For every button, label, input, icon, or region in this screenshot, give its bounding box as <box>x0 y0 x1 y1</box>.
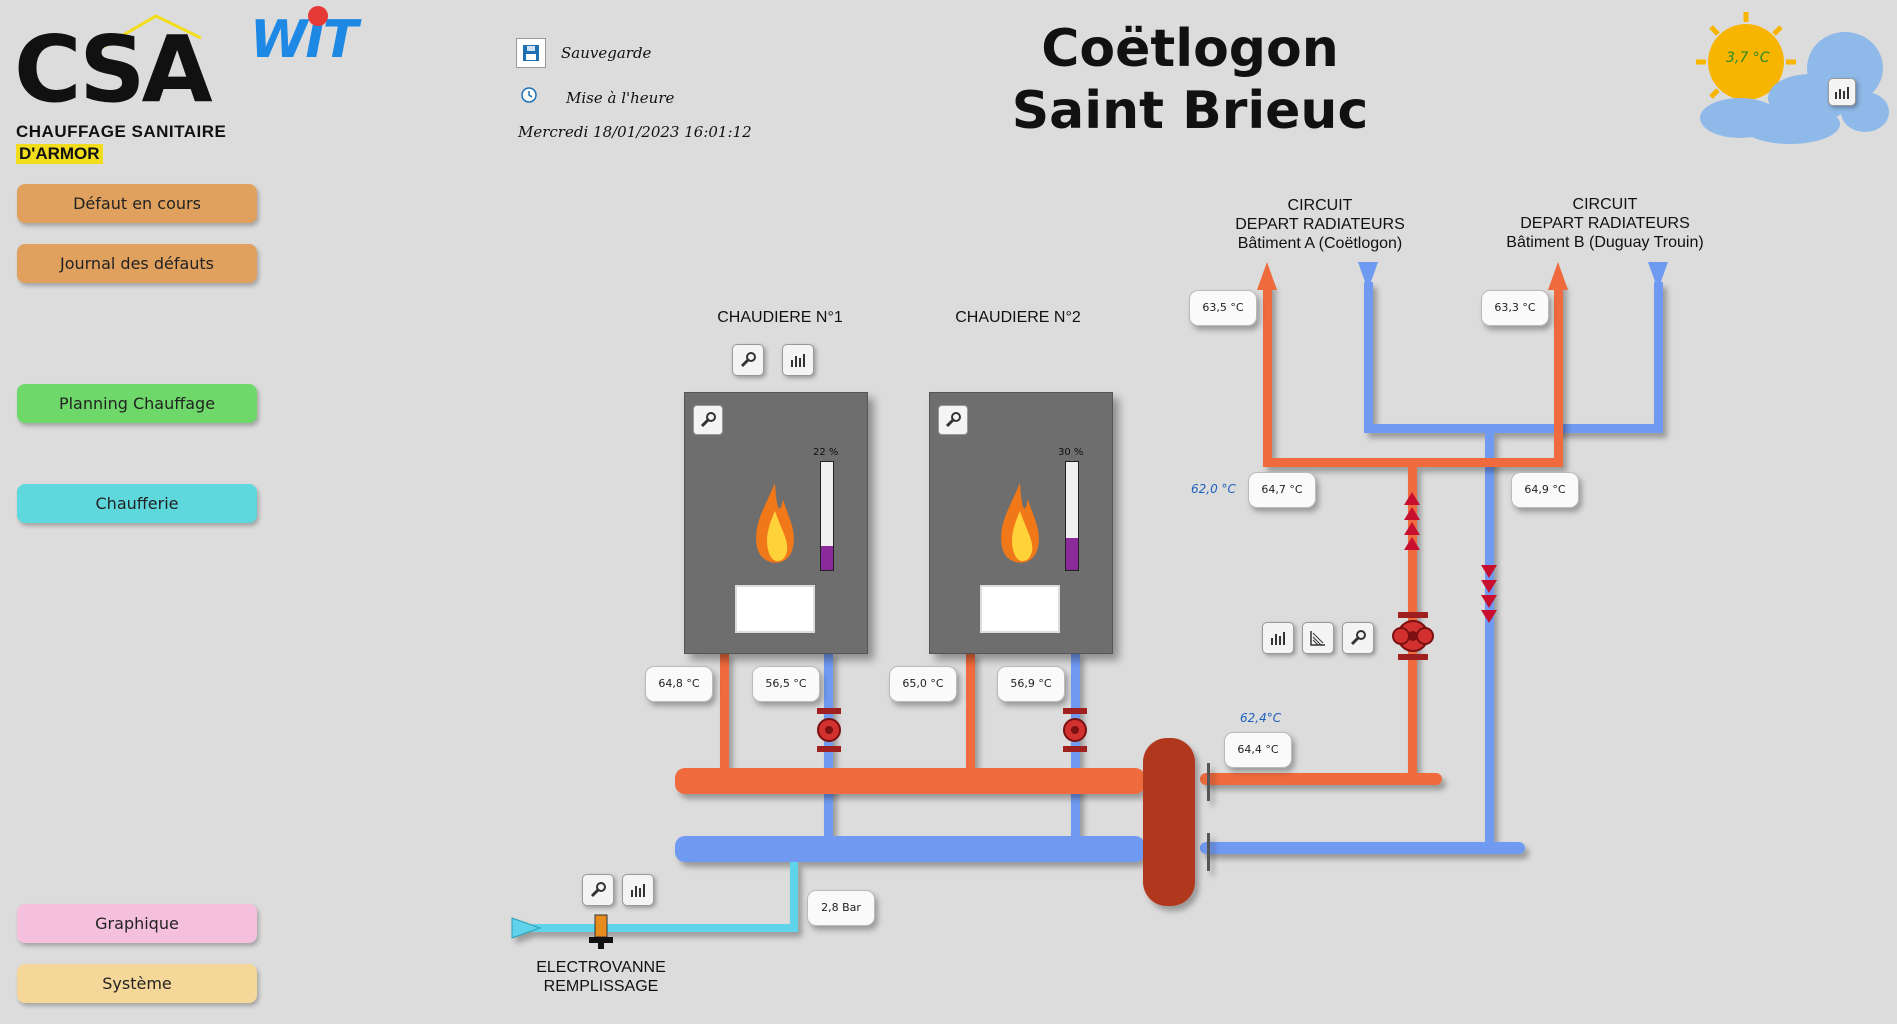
site-title: Coëtlogon Saint Brieuc <box>930 18 1450 142</box>
nav-systeme[interactable]: Système <box>17 964 257 1003</box>
circuit-a-line3: Bâtiment A (Coëtlogon) <box>1237 235 1403 252</box>
current-datetime: Mercredi 18/01/2023 16:01:12 <box>518 123 752 141</box>
boiler1-flow-temp: 64,8 °C <box>645 666 713 702</box>
wit-logo: WIT <box>250 10 358 70</box>
filling-chart-icon[interactable] <box>622 874 654 906</box>
nav-journal-defauts[interactable]: Journal des défauts <box>17 244 257 283</box>
electrovanne-line2: REMPLISSAGE <box>543 978 659 995</box>
boilers-settings-wrench-icon[interactable] <box>732 344 764 376</box>
boiler1-wrench-icon[interactable] <box>693 405 723 435</box>
boiler2-label: CHAUDIERE N°2 <box>955 309 1081 326</box>
boiler2-modulation-fill <box>1066 537 1078 570</box>
boiler1-flame-icon <box>756 483 794 563</box>
boiler2-flame-icon <box>1001 483 1039 563</box>
boiler1-modulation-bar <box>820 461 834 571</box>
sun-cloud-icon <box>1696 12 1889 144</box>
wit-logo-dot <box>308 6 328 26</box>
bottle-temp: 64,4 °C <box>1224 732 1292 768</box>
hot-arrows <box>1257 262 1568 290</box>
circuit-b-label: CIRCUIT DEPART RADIATEURS Bâtiment B (Du… <box>1490 195 1720 252</box>
boiler-2: 30 % <box>929 392 1113 654</box>
csa-line1: CHAUFFAGE SANITAIRE <box>16 122 227 141</box>
electrovanne-label: ELECTROVANNE REMPLISSAGE <box>520 958 682 996</box>
boiler2-modulation-bar <box>1065 461 1079 571</box>
return-pipes <box>675 282 1663 862</box>
boiler-1: 22 % <box>684 392 868 654</box>
collector-setpoint: 62,0 °C <box>1191 482 1236 496</box>
nav-defaut-en-cours[interactable]: Défaut en cours <box>17 184 257 223</box>
weather-widget: 3,7 °C <box>1680 8 1890 148</box>
circuit-a-depart-temp: 63,5 °C <box>1189 290 1257 326</box>
circuit-a-label: CIRCUIT DEPART RADIATEURS Bâtiment A (Co… <box>1220 196 1420 253</box>
boiler-pump-1 <box>817 708 841 752</box>
boiler1-return-temp: 56,5 °C <box>752 666 820 702</box>
weather-chart-icon[interactable] <box>1828 78 1856 106</box>
circuit-wrench-icon[interactable] <box>1342 622 1374 654</box>
flow-direction-chevrons <box>1404 492 1497 623</box>
boiler2-modulation-pct: 30 % <box>1058 447 1084 458</box>
filling-wrench-icon[interactable] <box>582 874 614 906</box>
circuit-pump <box>1392 612 1434 660</box>
cold-arrows <box>1358 262 1668 290</box>
boiler1-label: CHAUDIERE N°1 <box>717 309 843 326</box>
boilers-chart-icon[interactable] <box>782 344 814 376</box>
circuit-b-depart-temp: 63,3 °C <box>1481 290 1549 326</box>
save-link[interactable]: Sauvegarde <box>561 44 652 62</box>
bottle-setpoint: 62,4°C <box>1240 711 1282 725</box>
csa-logo: CSA CHAUFFAGE SANITAIRE D'ARMOR <box>14 10 244 164</box>
system-pressure: 2,8 Bar <box>807 890 875 926</box>
site-title-line2: Saint Brieuc <box>1011 81 1369 141</box>
circuit-a-line1: CIRCUIT <box>1287 197 1353 214</box>
circuit-b-line2: DEPART RADIATEURS <box>1520 215 1690 232</box>
circuit-chart-icon[interactable] <box>1262 622 1294 654</box>
nav-graphique[interactable]: Graphique <box>17 904 257 943</box>
hydraulic-bottle <box>1143 738 1210 906</box>
boiler1-modulation-pct: 22 % <box>813 447 839 458</box>
nav-chaufferie[interactable]: Chaufferie <box>17 484 257 523</box>
boiler2-return-temp: 56,9 °C <box>997 666 1065 702</box>
csa-letters: CSA <box>14 16 213 123</box>
clock-icon[interactable] <box>520 86 538 104</box>
boiler2-flow-temp: 65,0 °C <box>889 666 957 702</box>
boiler-pump-2 <box>1063 708 1087 752</box>
site-title-line1: Coëtlogon <box>1041 19 1339 79</box>
circuit-a-line2: DEPART RADIATEURS <box>1235 216 1405 233</box>
circuit-b-line3: Bâtiment B (Duguay Trouin) <box>1506 234 1704 251</box>
boiler2-wrench-icon[interactable] <box>938 405 968 435</box>
heating-curve-icon[interactable] <box>1302 622 1334 654</box>
save-icon[interactable] <box>516 38 546 68</box>
electrovanne-line1: ELECTROVANNE <box>536 959 666 976</box>
fill-pipe <box>511 862 798 939</box>
boiler1-modulation-fill <box>821 546 833 570</box>
logo-arc <box>100 14 202 50</box>
set-time-link[interactable]: Mise à l'heure <box>566 89 675 107</box>
collector-right-temp: 64,9 °C <box>1511 472 1579 508</box>
nav-planning-chauffage[interactable]: Planning Chauffage <box>17 384 257 423</box>
boiler1-display <box>735 585 815 633</box>
electrovanne-valve <box>589 914 613 949</box>
circuit-b-line1: CIRCUIT <box>1572 196 1638 213</box>
boiler2-display <box>980 585 1060 633</box>
outdoor-temp: 3,7 °C <box>1726 50 1770 66</box>
collector-temp: 64,7 °C <box>1248 472 1316 508</box>
csa-line2: D'ARMOR <box>16 144 103 164</box>
